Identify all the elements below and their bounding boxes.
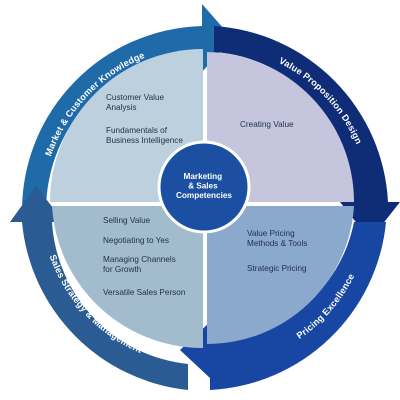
center-label: Marketing & Sales Competencies bbox=[176, 172, 232, 200]
quadrant-bottom-left-item: Negotiating to Yes bbox=[103, 236, 169, 245]
ring-segment-bottom-right bbox=[180, 222, 386, 390]
quadrant-bottom-right bbox=[207, 206, 354, 345]
ring-segment-bottom-left bbox=[10, 186, 188, 390]
quadrant-bottom-left-item: Versatile Sales Person bbox=[103, 288, 186, 297]
quadrant-bottom-right-item: Value Pricing Methods & Tools bbox=[247, 229, 307, 248]
quadrant-bottom-left-item: Managing Channels for Growth bbox=[103, 255, 178, 274]
quadrant-top-left-item: Customer Value Analysis bbox=[106, 93, 166, 112]
ring-segment-top-left bbox=[22, 4, 232, 210]
quadrant-bottom-left bbox=[52, 206, 203, 349]
center-circle bbox=[157, 140, 251, 234]
quadrant-top-right-item: Creating Value bbox=[240, 120, 294, 129]
quadrant-bottom-right-item: Strategic Pricing bbox=[247, 264, 307, 273]
quadrant-top-left-item: Fundamentals of Business Intelligence bbox=[106, 126, 183, 145]
ring-segment-top-right bbox=[214, 26, 400, 240]
quadrant-bottom-left-item: Selling Value bbox=[103, 216, 151, 225]
